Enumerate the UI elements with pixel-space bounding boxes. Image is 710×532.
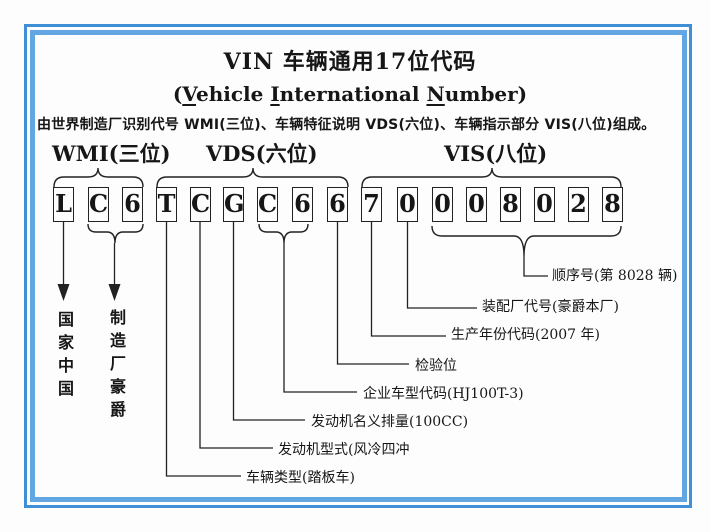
vis-group-brace [361,167,622,188]
assembly-plant-connector [406,221,477,309]
composition-description: 由世界制造厂识别代号 WMI(三位)、车辆特征说明 VDS(六位)、车辆指示部分… [37,117,656,133]
vin-char-box-5: C [190,187,211,222]
vin-char-box-1: L [53,187,74,222]
manufacturer-brace [87,223,144,244]
subtitle-open-paren: ( [172,82,183,106]
engine-type-label: 发动机型式(风冷四冲 [278,442,410,458]
vin-char-box-3: 6 [122,187,143,222]
section-header-vis: VIS(八位) [444,141,548,166]
subtitle-i-underlined: I [270,82,280,106]
manufacturer-label: 制造厂豪爵 [107,309,126,424]
vehicle-type-connector [165,221,241,477]
year-code-connector [370,221,446,337]
vds-group-brace [156,167,349,188]
serial-number-brace [431,225,622,257]
vin-char-box-15: 0 [534,187,555,222]
section-header-vds: VDS(六位) [206,141,318,166]
vin-char-box-14: 8 [500,187,521,222]
vin-char-box-9: 6 [327,187,348,222]
vin-char-box-2: C [88,187,109,222]
vin-char-box-11: 0 [397,187,418,222]
vin-char-box-17: 8 [602,187,623,222]
check-digit-connector [336,221,409,365]
country-arrow-head [57,284,70,301]
country-label: 国家中国 [55,311,74,403]
subtitle-v-rest: ehicle [195,82,271,106]
subtitle-v-underlined: V [182,82,196,106]
subtitle-i-rest: nternational [279,82,427,106]
displacement-connector [232,221,305,421]
assembly-plant-label: 装配厂代号(豪爵本厂) [482,299,619,315]
vin-char-box-4: T [156,187,177,222]
check-digit-label: 检验位 [415,358,457,374]
company-model-brace [258,223,309,244]
vin-char-box-6: G [223,187,245,222]
vin-char-box-10: 7 [361,187,382,222]
page-title: VIN 车辆通用17位代码 [223,49,477,75]
vin-char-box-16: 2 [568,187,589,222]
serial-number-connector [523,256,548,277]
vin-char-box-7: C [257,187,278,222]
frame-outer-border [24,24,692,508]
year-code-label: 生产年份代码(2007 年) [451,327,601,343]
vehicle-type-label: 车辆类型(踏板车) [246,470,355,486]
displacement-label: 发动机名义排量(100CC) [311,414,469,430]
company-model-label: 企业车型代码(HJ100T-3) [363,386,524,402]
manufacturer-arrow-head [108,284,121,301]
vin-char-box-13: 0 [466,187,487,222]
subtitle-n-underlined: N [426,82,445,106]
page-subtitle: (Vehicle International Number) [0,82,700,106]
engine-type-connector [199,221,273,449]
frame-inner-border [30,30,687,502]
section-header-wmi: WMI(三位) [52,141,171,166]
serial-number-label: 顺序号(第 8028 辆) [552,268,678,284]
vin-char-box-8: 6 [292,187,313,222]
subtitle-n-rest: umber) [444,82,528,106]
wmi-group-brace [53,167,144,188]
company-model-connector [283,243,357,393]
vin-char-box-12: 0 [432,187,453,222]
